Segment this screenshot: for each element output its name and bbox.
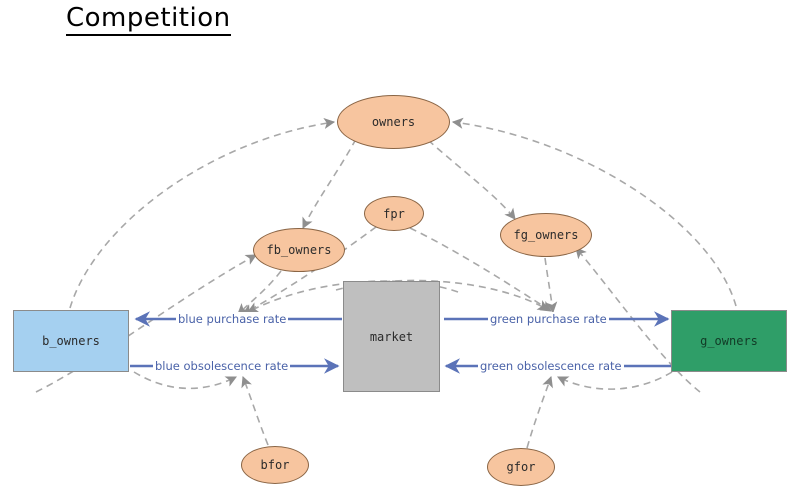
- node-b_owners-label: b_owners: [42, 334, 100, 348]
- node-owners[interactable]: owners: [337, 95, 450, 149]
- node-fb_owners[interactable]: fb_owners: [253, 228, 345, 272]
- node-gfor-label: gfor: [506, 460, 536, 474]
- node-fg_owners-label: fg_owners: [513, 228, 579, 242]
- link-fb_owners-blue_purchase: [237, 270, 282, 315]
- node-fb_owners-label: fb_owners: [266, 243, 332, 257]
- link-owners-fg_owners: [427, 139, 516, 220]
- link-g_owners-fg_owners: [575, 247, 701, 393]
- link-b_owners-owners: [69, 117, 336, 309]
- link-g_owners-owners: [451, 117, 737, 307]
- link-fpr-blue_purchase: [242, 226, 377, 315]
- node-market[interactable]: market: [343, 281, 440, 392]
- node-fpr[interactable]: fpr: [364, 196, 424, 231]
- link-b_owners-fb_owners: [35, 254, 257, 393]
- node-bfor-label: bfor: [260, 458, 290, 472]
- node-bfor[interactable]: bfor: [241, 446, 309, 484]
- node-fpr-label: fpr: [383, 206, 405, 221]
- node-owners-label: owners: [371, 115, 416, 129]
- node-b_owners[interactable]: b_owners: [13, 310, 129, 372]
- node-g_owners-label: g_owners: [700, 334, 758, 348]
- link-fg_owners-green_purchase: [544, 257, 558, 314]
- link-bfor-blue_obsolescence: [241, 375, 269, 446]
- flow-label-green-purchase-rate: green purchase rate: [488, 312, 609, 326]
- node-g_owners[interactable]: g_owners: [671, 310, 787, 372]
- flow-label-blue-purchase-rate: blue purchase rate: [176, 312, 289, 326]
- link-gfor-green_obsolescence: [526, 375, 553, 449]
- flow-label-green-obsolescence-rate: green obsolescence rate: [478, 359, 624, 373]
- node-fg_owners[interactable]: fg_owners: [500, 213, 592, 257]
- node-gfor[interactable]: gfor: [487, 448, 555, 486]
- flow-label-blue-obsolescence-rate: blue obsolescence rate: [153, 359, 291, 373]
- page-title: Competition: [66, 4, 231, 36]
- link-g_owners-green_obsolescence: [556, 371, 673, 390]
- link-b_owners-blue_obsolescence: [133, 371, 238, 390]
- node-market-label: market: [369, 329, 414, 344]
- link-owners-fb_owners: [302, 138, 357, 230]
